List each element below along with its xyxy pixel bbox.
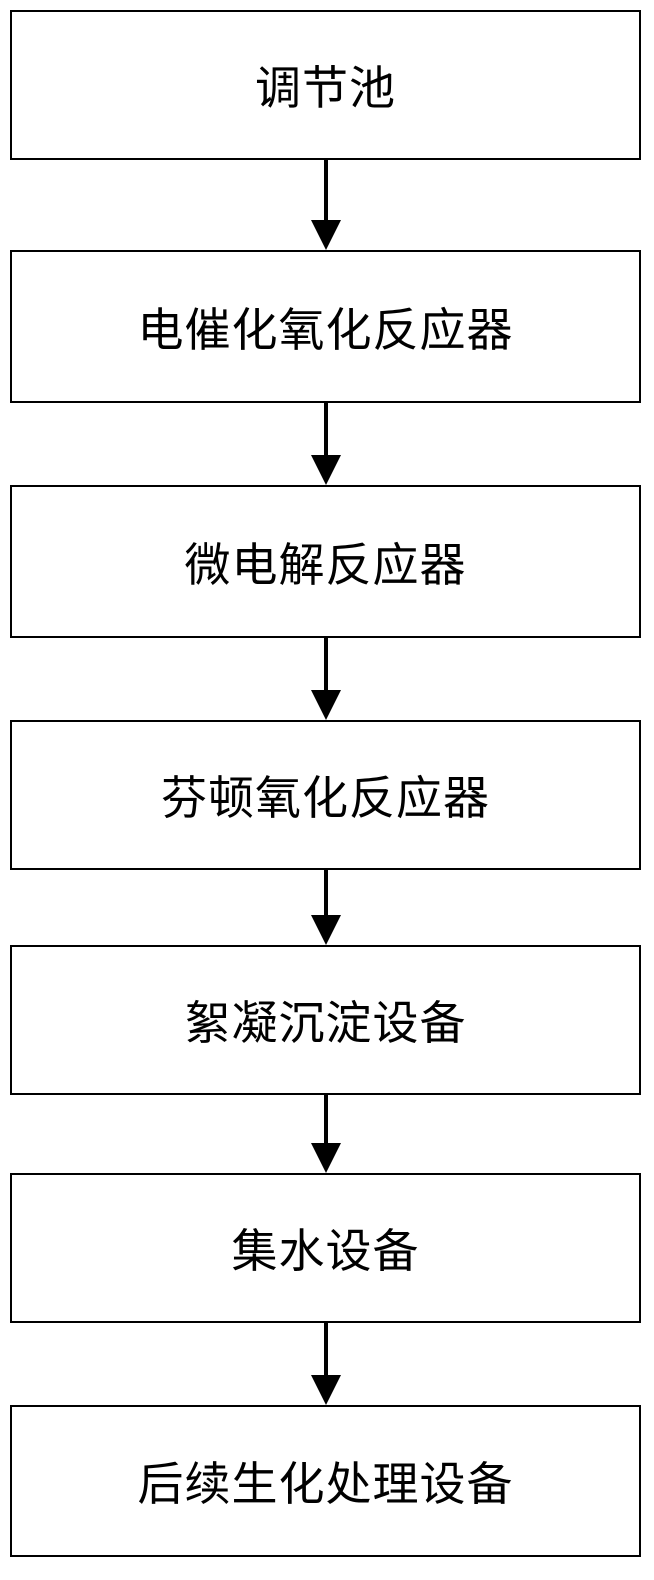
step-label: 后续生化处理设备 (137, 1457, 514, 1511)
step-label: 芬顿氧化反应器 (161, 771, 490, 825)
arrow-head-icon (311, 1375, 341, 1405)
arrow-head-icon (311, 690, 341, 720)
arrow-shaft (324, 870, 328, 917)
step-label: 微电解反应器 (184, 537, 467, 592)
flow-arrow-icon (311, 403, 341, 485)
step-label: 絮凝沉淀设备 (184, 996, 467, 1050)
flow-arrow-icon (311, 1323, 341, 1405)
step-box-micro-electrolysis-reactor: 微电解反应器 (10, 485, 641, 638)
arrow-shaft (324, 1095, 328, 1145)
step-label: 电催化氧化反应器 (137, 302, 514, 357)
arrow-shaft (324, 403, 328, 457)
step-box-water-collection-equipment: 集水设备 (10, 1173, 641, 1323)
step-label: 集水设备 (231, 1224, 420, 1278)
flow-arrow-icon (311, 638, 341, 720)
flow-arrow-icon (311, 1095, 341, 1173)
arrow-shaft (324, 160, 328, 222)
arrow-head-icon (311, 915, 341, 945)
step-box-flocculation-sedimentation-equipment: 絮凝沉淀设备 (10, 945, 641, 1095)
step-box-subsequent-biochemical-treatment-equipment: 后续生化处理设备 (10, 1405, 641, 1557)
step-box-fenton-oxidation-reactor: 芬顿氧化反应器 (10, 720, 641, 870)
arrow-shaft (324, 1323, 328, 1377)
arrow-head-icon (311, 455, 341, 485)
flow-arrow-icon (311, 870, 341, 945)
step-box-regulating-tank: 调节池 (10, 10, 641, 160)
step-label: 调节池 (255, 61, 396, 115)
arrow-shaft (324, 638, 328, 692)
flow-arrow-icon (311, 160, 341, 250)
step-box-electrocatalytic-oxidation-reactor: 电催化氧化反应器 (10, 250, 641, 403)
arrow-head-icon (311, 220, 341, 250)
arrow-head-icon (311, 1143, 341, 1173)
